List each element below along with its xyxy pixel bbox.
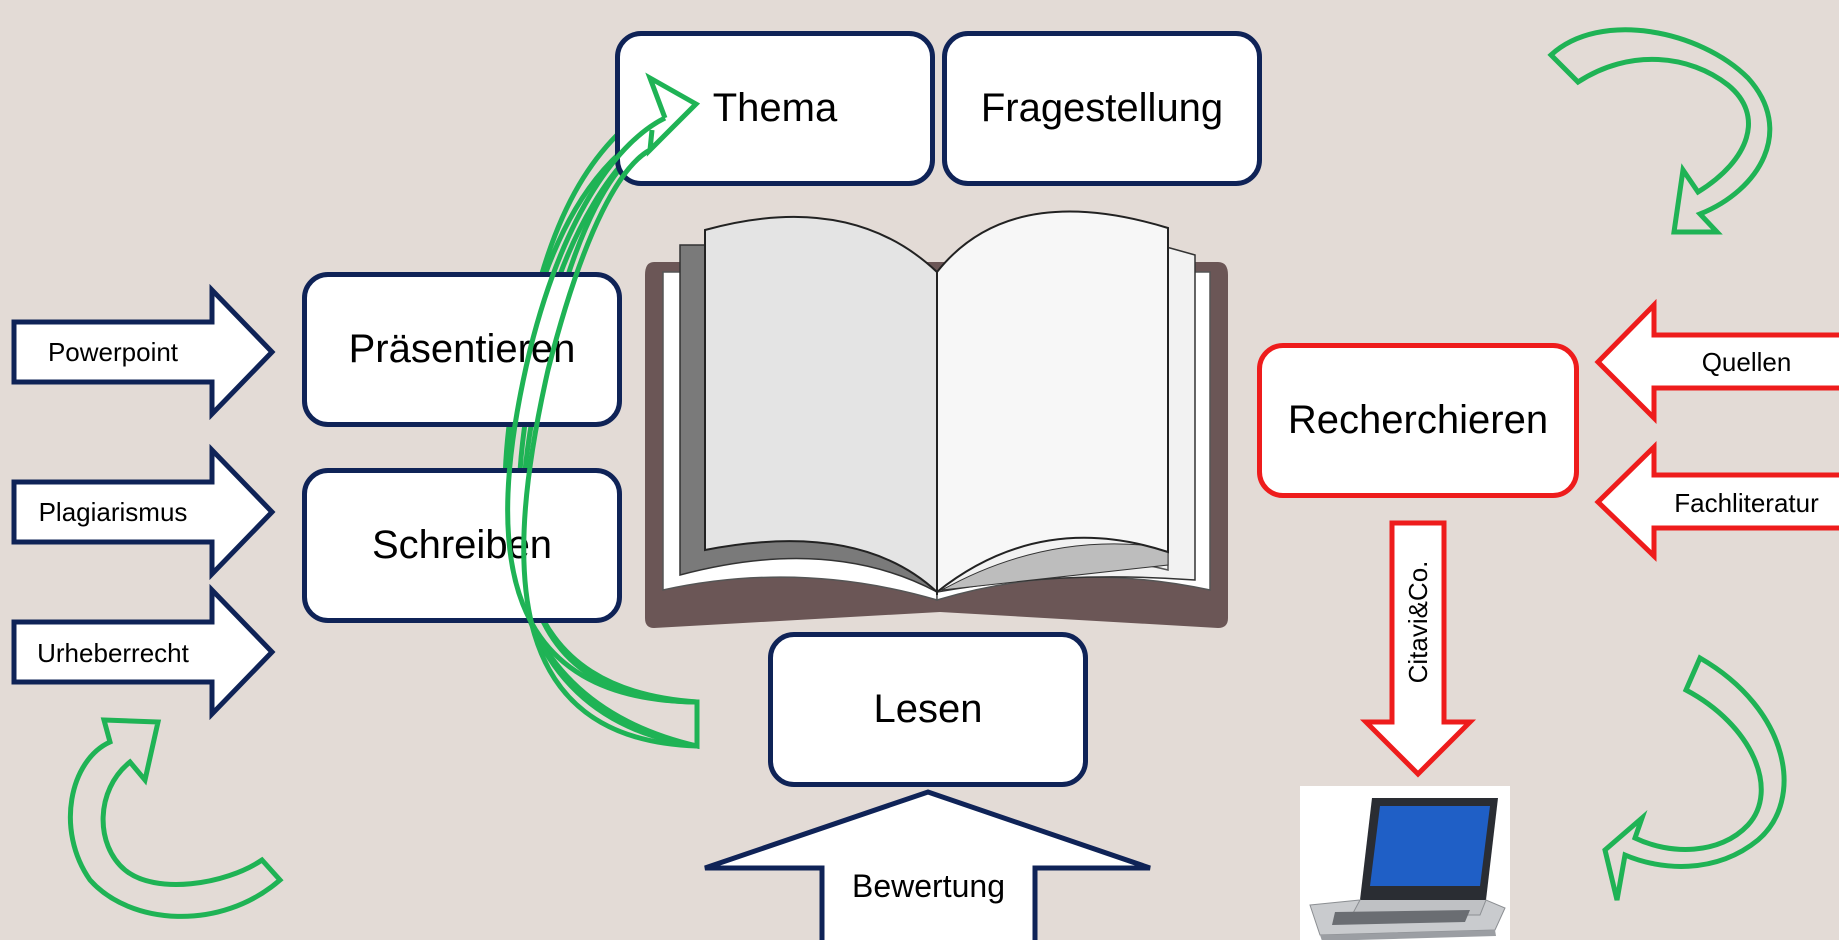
citavi-arrow xyxy=(1359,520,1477,778)
fragestellung-label: Fragestellung xyxy=(980,86,1224,130)
citavi-label-rotated: Citavi&Co. xyxy=(1403,560,1433,684)
urheberrecht-arrow xyxy=(11,583,276,721)
fachliteratur-label: Fachliteratur xyxy=(1674,488,1819,518)
fragestellung-box[interactable]: Fragestellung xyxy=(942,31,1262,186)
praesentieren-label: Präsentieren xyxy=(348,327,576,371)
plagiarismus-label: Plagiarismus xyxy=(38,497,188,527)
cycle-arrowhead-icon xyxy=(645,72,701,157)
powerpoint-label: Powerpoint xyxy=(47,337,179,367)
cycle-arrow-icon xyxy=(521,147,698,749)
plagiarismus-arrow xyxy=(11,443,276,581)
quellen-label: Quellen xyxy=(1701,347,1792,377)
thema-label: Thema xyxy=(712,86,838,130)
powerpoint-arrow xyxy=(11,283,276,421)
lesen-label: Lesen xyxy=(873,687,983,731)
open-book-icon xyxy=(645,210,1228,628)
urheberrecht-label: Urheberrecht xyxy=(37,638,189,668)
bewertung-arrow xyxy=(704,789,1151,940)
quellen-arrow xyxy=(1594,298,1839,425)
laptop-icon xyxy=(1300,786,1510,940)
fachliteratur-arrow xyxy=(1594,441,1839,562)
cycle-arrow-icon xyxy=(505,115,698,705)
bewertung-label: Bewertung xyxy=(852,868,1005,904)
thema-box[interactable]: Thema xyxy=(615,31,935,186)
recherchieren-label: Recherchieren xyxy=(1287,398,1549,442)
lesen-box[interactable]: Lesen xyxy=(768,632,1088,787)
recherchieren-box[interactable]: Recherchieren xyxy=(1257,343,1579,498)
